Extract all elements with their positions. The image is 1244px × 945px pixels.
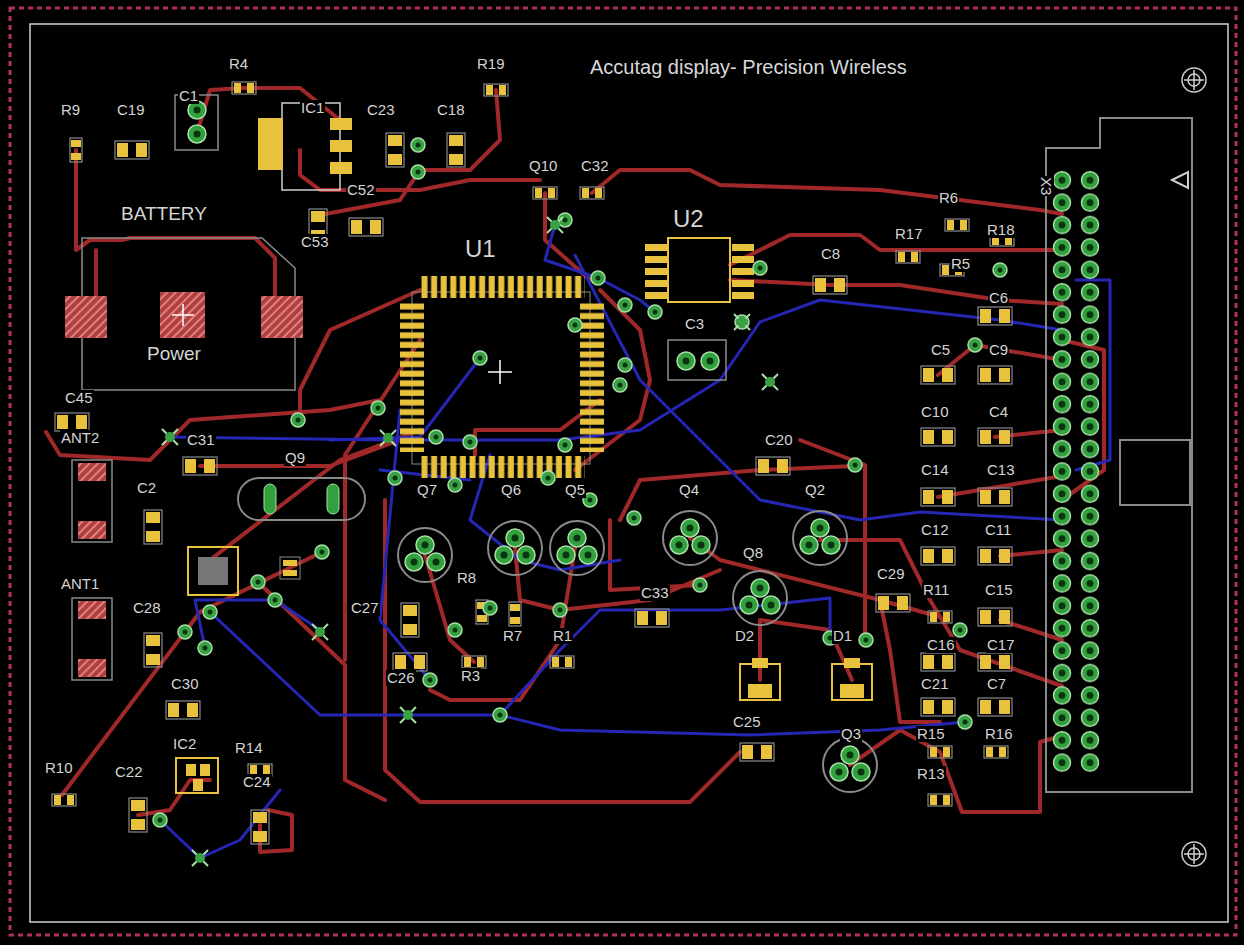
part-label: IC1 — [300, 100, 325, 116]
part-label: R19 — [476, 56, 506, 72]
part-label: C1 — [178, 88, 199, 104]
part-label: C14 — [920, 462, 950, 478]
part-label: C45 — [64, 390, 94, 406]
part-label: C12 — [920, 522, 950, 538]
part-label: R17 — [894, 226, 924, 242]
part-label: ANT2 — [60, 430, 100, 446]
part-label: Q2 — [804, 482, 826, 498]
part-label: C52 — [346, 182, 376, 198]
part-label: C19 — [116, 102, 146, 118]
part-label: C9 — [988, 342, 1009, 358]
part-label: C29 — [876, 566, 906, 582]
part-label: Q4 — [678, 482, 700, 498]
part-label: C33 — [640, 585, 670, 601]
part-label: C17 — [986, 637, 1016, 653]
part-label: D1 — [832, 628, 853, 644]
part-label: C15 — [984, 582, 1014, 598]
part-label: Q6 — [500, 482, 522, 498]
part-label: C3 — [684, 316, 705, 332]
part-label: R4 — [228, 56, 249, 72]
part-label: C25 — [732, 714, 762, 730]
part-label: R15 — [916, 726, 946, 742]
part-label: C4 — [988, 404, 1009, 420]
part-label: C10 — [920, 404, 950, 420]
part-label: Q9 — [284, 450, 306, 466]
part-label: Q7 — [416, 482, 438, 498]
part-label: ANT1 — [60, 576, 100, 592]
part-label: R10 — [44, 760, 74, 776]
part-label: R14 — [234, 740, 264, 756]
part-label: U1 — [464, 236, 497, 261]
part-label: Q3 — [840, 726, 862, 742]
part-label: X3 — [1038, 176, 1054, 196]
part-label: R6 — [938, 190, 959, 206]
part-label: C53 — [300, 234, 330, 250]
part-label: R7 — [502, 628, 523, 644]
part-label: C30 — [170, 676, 200, 692]
part-label: BATTERY — [120, 204, 208, 224]
part-label: C21 — [920, 676, 950, 692]
part-label: C26 — [386, 670, 416, 686]
part-label: R1 — [552, 628, 573, 644]
part-label: C28 — [132, 600, 162, 616]
part-label: C23 — [366, 102, 396, 118]
part-label: C6 — [988, 290, 1009, 306]
part-label: R18 — [986, 222, 1016, 238]
part-label: C5 — [930, 342, 951, 358]
part-label: R8 — [456, 570, 477, 586]
part-label: R3 — [460, 668, 481, 684]
part-label: R9 — [60, 102, 81, 118]
part-label: R16 — [984, 726, 1014, 742]
part-label: C13 — [986, 462, 1016, 478]
part-label: C18 — [436, 102, 466, 118]
part-label: C20 — [764, 432, 794, 448]
part-label: C7 — [986, 676, 1007, 692]
part-label: D2 — [734, 628, 755, 644]
part-label: C24 — [242, 774, 272, 790]
part-label: R5 — [950, 256, 971, 272]
part-label: Q10 — [528, 158, 558, 174]
part-label: R11 — [922, 582, 950, 598]
part-label: C31 — [186, 432, 216, 448]
part-label: C32 — [580, 158, 610, 174]
part-label: C8 — [820, 246, 841, 262]
board-title: Accutag display- Precision Wireless — [588, 56, 909, 78]
part-label: C2 — [136, 480, 157, 496]
part-label: C22 — [114, 764, 144, 780]
part-label: C27 — [350, 600, 380, 616]
part-label: R13 — [916, 766, 946, 782]
part-label: IC2 — [172, 736, 197, 752]
part-label: C16 — [926, 637, 956, 653]
part-label: U2 — [672, 206, 705, 231]
part-label: C11 — [984, 522, 1012, 538]
part-label: Q8 — [742, 545, 764, 561]
part-label: Power — [146, 344, 202, 364]
part-label: Q5 — [564, 482, 586, 498]
